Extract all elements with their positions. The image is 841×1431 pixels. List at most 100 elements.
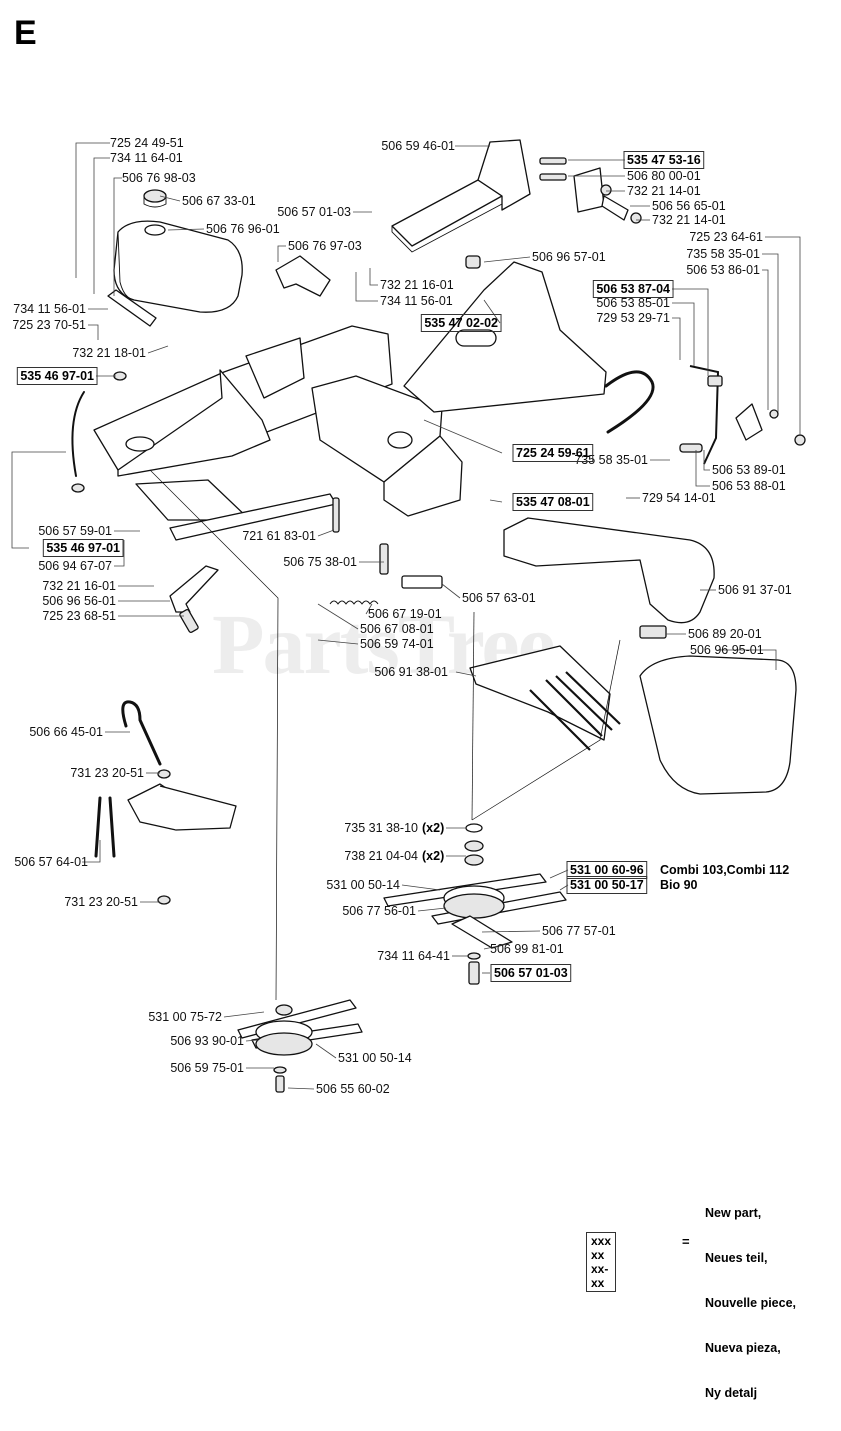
callout-note: Bio 90 xyxy=(660,878,698,892)
new-part-box xyxy=(42,539,124,557)
part-number: 506 96 57-01 xyxy=(532,250,606,264)
part-number: 725 24 49-51 xyxy=(110,136,184,150)
hose-clamp-drawing xyxy=(71,483,85,493)
left-bracket-drawing xyxy=(169,565,219,613)
bolt-drawing xyxy=(332,497,340,533)
seat-pan-drawing xyxy=(391,139,531,253)
part-number: 506 59 46-01 xyxy=(381,139,455,153)
part-number: 506 57 63-01 xyxy=(462,591,536,605)
part-number-new: 506 57 01-03 xyxy=(494,966,568,980)
part-number-new: 531 00 50-17 xyxy=(570,878,644,892)
legend-line: Neues teil, xyxy=(705,1251,768,1265)
upper-rotor-drawing xyxy=(383,823,567,985)
part-number: 506 66 45-01 xyxy=(29,725,103,739)
part-number: 506 93 90-01 xyxy=(170,1034,244,1048)
part-number: 735 31 38-10 xyxy=(344,821,418,835)
main-frame-drawing xyxy=(93,255,655,541)
part-number-new: 535 46 97-01 xyxy=(20,369,94,383)
pin-drawing xyxy=(379,543,389,575)
part-number: 725 23 64-61 xyxy=(689,230,763,244)
legend-line: Nouvelle piece, xyxy=(705,1296,797,1310)
fuel-tank-drawing xyxy=(113,189,243,313)
part-number: 506 76 97-03 xyxy=(288,239,362,253)
part-number: 725 23 68-51 xyxy=(42,609,116,623)
left-bolt-drawing xyxy=(179,609,199,633)
new-part-box xyxy=(512,444,594,462)
belt-guard-drawing xyxy=(503,517,715,624)
part-number: 729 53 29-71 xyxy=(596,311,670,325)
part-number: 506 57 59-01 xyxy=(38,524,112,538)
part-number: 506 77 56-01 xyxy=(342,904,416,918)
part-number: 734 11 56-01 xyxy=(380,294,453,308)
blade-guard-drawing xyxy=(469,645,621,751)
lower-left-linkage-drawing xyxy=(94,700,237,905)
part-number: 506 94 67-07 xyxy=(38,559,112,573)
part-number: 506 53 89-01 xyxy=(712,463,786,477)
part-number: 734 11 56-01 xyxy=(13,302,86,316)
fuel-line-drawing xyxy=(71,391,85,477)
part-number: 506 96 56-01 xyxy=(42,594,116,608)
part-number: 506 53 88-01 xyxy=(712,479,786,493)
part-number: 732 21 14-01 xyxy=(652,213,726,227)
drive-phantom-line-2 xyxy=(471,639,621,821)
part-number: 729 54 14-01 xyxy=(642,491,716,505)
part-number: 738 21 04-04 xyxy=(344,849,418,863)
part-number: 506 91 37-01 xyxy=(718,583,792,597)
leader-lines xyxy=(11,142,801,1090)
tank-bracket-drawing xyxy=(107,289,157,327)
new-part-box xyxy=(623,151,705,169)
lower-rotor-drawing xyxy=(237,999,363,1093)
part-number: 506 67 33-01 xyxy=(182,194,256,208)
part-number: 506 76 96-01 xyxy=(206,222,280,236)
part-number: 506 75 38-01 xyxy=(283,555,357,569)
new-part-box xyxy=(512,493,594,511)
drive-phantom-line xyxy=(471,611,475,821)
tank-strap-drawing xyxy=(275,255,331,297)
new-part-box xyxy=(566,861,648,879)
link-plate-drawing xyxy=(401,575,443,589)
callout-note: (x2) xyxy=(422,849,444,863)
legend-line: Ny detalj xyxy=(705,1386,758,1400)
part-number: 506 96 95-01 xyxy=(690,643,764,657)
part-number: 506 76 98-03 xyxy=(122,171,196,185)
new-part-box xyxy=(16,367,98,385)
part-number: 734 11 64-41 xyxy=(377,949,450,963)
legend-equals: = xyxy=(682,1234,690,1249)
part-number: 735 58 35-01 xyxy=(686,247,760,261)
part-number: 506 53 85-01 xyxy=(596,296,670,310)
part-number: 732 21 16-01 xyxy=(380,278,454,292)
part-number: 531 00 50-14 xyxy=(338,1051,412,1065)
part-number: 506 67 19-01 xyxy=(368,607,442,621)
part-number: 732 21 14-01 xyxy=(627,184,701,198)
part-number: 725 23 70-51 xyxy=(12,318,86,332)
part-number: 506 80 00-01 xyxy=(627,169,701,183)
callout-note: (x2) xyxy=(422,821,444,835)
side-cover-drawing xyxy=(639,625,797,795)
belt-phantom-line xyxy=(149,469,279,1001)
part-number-new: 535 47 53-16 xyxy=(627,153,701,167)
part-number: 531 00 50-14 xyxy=(326,878,400,892)
legend-line: Nueva pieza, xyxy=(705,1341,781,1355)
part-number: 731 23 20-51 xyxy=(64,895,138,909)
legend-box-sample: xxx xx xx-xx xyxy=(586,1232,617,1292)
part-number: 506 57 01-03 xyxy=(277,205,351,219)
part-number: 732 21 16-01 xyxy=(42,579,116,593)
lever-linkage-drawing xyxy=(679,365,806,465)
part-number: 506 56 65-01 xyxy=(652,199,726,213)
new-part-box xyxy=(490,964,572,982)
part-number: 731 23 20-51 xyxy=(70,766,144,780)
part-number: 506 91 38-01 xyxy=(374,665,448,679)
part-number: 734 11 64-01 xyxy=(110,151,183,165)
spring-drawing xyxy=(329,600,379,605)
part-number: 531 00 75-72 xyxy=(148,1010,222,1024)
part-number: 732 21 18-01 xyxy=(72,346,146,360)
part-number: 506 53 86-01 xyxy=(686,263,760,277)
part-number: 506 55 60-02 xyxy=(316,1082,390,1096)
part-number-new: 535 47 02-02 xyxy=(424,316,498,330)
part-number-new: 535 47 08-01 xyxy=(516,495,590,509)
part-number: 506 99 81-01 xyxy=(490,942,564,956)
part-number: 506 67 08-01 xyxy=(360,622,434,636)
part-number-new: 535 46 97-01 xyxy=(46,541,120,555)
